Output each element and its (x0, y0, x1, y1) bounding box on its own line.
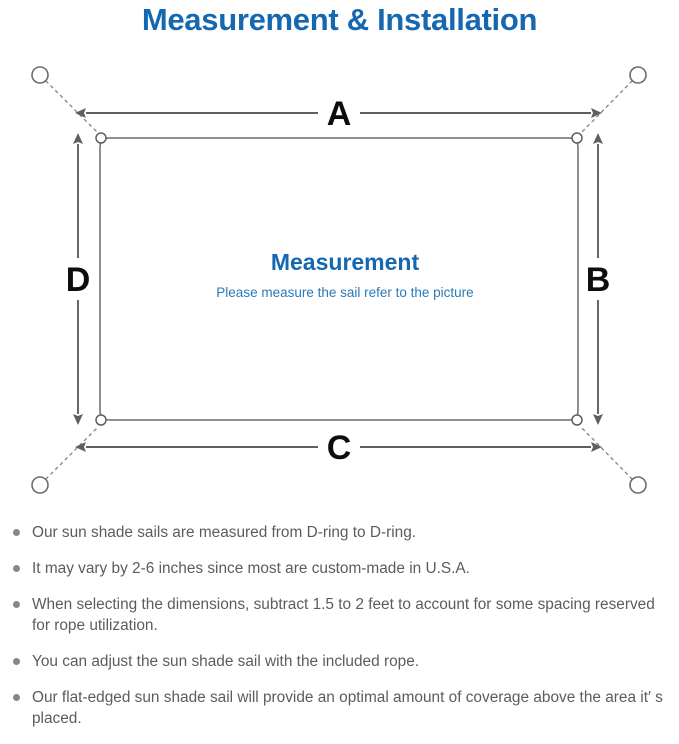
d-ring-top-right (571, 132, 583, 144)
sail-center-heading: Measurement (271, 249, 420, 275)
list-item: When selecting the dimensions, subtract … (0, 594, 679, 636)
bullet-icon (13, 565, 20, 572)
rope-line-top-left (45, 80, 99, 134)
d-ring-bottom-right (571, 414, 583, 426)
list-item-text: Our flat-edged sun shade sail will provi… (32, 689, 663, 727)
notes-list: Our sun shade sails are measured from D-… (0, 522, 679, 744)
sail-center-subheading: Please measure the sail refer to the pic… (216, 285, 473, 300)
bullet-icon (13, 658, 20, 665)
anchor-circle-top-right (629, 66, 647, 84)
page-title: Measurement & Installation (141, 2, 538, 37)
dimension-label-a: A (327, 95, 352, 133)
list-item-text: You can adjust the sun shade sail with t… (32, 653, 420, 670)
rope-line-bottom-left (45, 426, 99, 480)
anchor-circle-top-left (31, 66, 49, 84)
rope-lines (45, 80, 633, 480)
d-rings (95, 132, 583, 426)
d-ring-bottom-left (95, 414, 107, 426)
dimension-label-b: B (586, 261, 611, 299)
list-item: Our flat-edged sun shade sail will provi… (0, 687, 679, 729)
sun-shade-sail-measurement-diagram: A C D B Measurement Please measure the s… (0, 52, 679, 514)
sail-outline (99, 137, 579, 421)
dimension-label-d: D (66, 261, 91, 299)
list-item-text: When selecting the dimensions, subtract … (32, 596, 655, 634)
list-item: It may vary by 2-6 inches since most are… (0, 558, 679, 579)
list-item: Our sun shade sails are measured from D-… (0, 522, 679, 543)
list-item-text: Our sun shade sails are measured from D-… (32, 524, 417, 541)
list-item: You can adjust the sun shade sail with t… (0, 651, 679, 672)
list-item-text: It may vary by 2-6 inches since most are… (32, 560, 470, 577)
bullet-icon (13, 529, 20, 536)
bullet-icon (13, 694, 20, 701)
anchor-points (31, 66, 647, 494)
d-ring-top-left (95, 132, 107, 144)
rope-line-top-right (580, 80, 633, 134)
dimension-label-c: C (327, 429, 352, 467)
bullet-icon (13, 601, 20, 608)
anchor-circle-bottom-left (31, 476, 49, 494)
rope-line-bottom-right (580, 426, 633, 480)
anchor-circle-bottom-right (629, 476, 647, 494)
